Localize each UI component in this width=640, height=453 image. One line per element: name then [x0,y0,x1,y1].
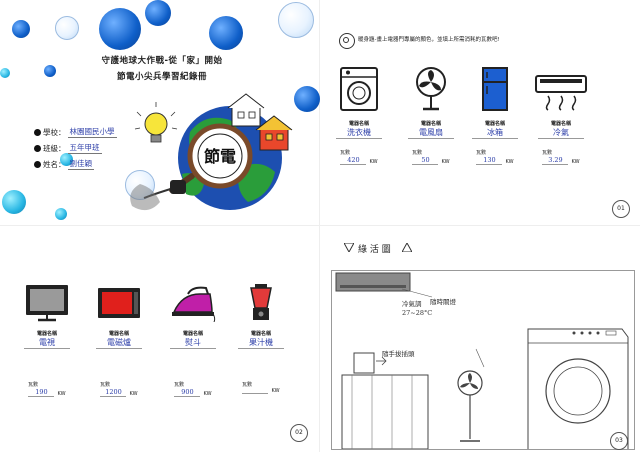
bubble-icon [55,16,79,40]
blender-icon [250,284,272,320]
note-plug: 隨手拔插頭 [382,350,415,358]
microwave-icon [98,288,140,318]
room-sketch [335,272,629,450]
plug-icon [130,180,186,211]
power-value: 50 [412,156,439,165]
house-icon [227,93,265,127]
school-field: 學校： 林園國民小學 [34,126,117,138]
bubble-icon [60,153,73,166]
page-number: 02 [290,424,308,442]
vertical-divider [319,0,320,452]
bubble-icon [2,190,26,214]
power-value [242,393,269,394]
bubble-icon [55,208,67,220]
appliance-name: 冷氣 [538,127,584,139]
appliance-name: 電視 [24,337,70,349]
electric-fan-icon [457,370,483,442]
cabinet-icon [341,374,429,450]
bubble-icon [12,20,30,38]
appliance-name: 熨斗 [170,337,216,349]
page-number: 01 [612,200,630,218]
power-value: 190 [28,388,55,397]
name-field: 姓名： 劉佳穎 [34,158,94,170]
target-icon [339,33,355,49]
refrigerator-icon [482,67,508,111]
power-value: 420 [340,156,367,165]
bulb-icon [134,102,178,143]
horizontal-divider [0,225,640,226]
cover-title-line2: 節電小尖兵學習紀錄冊 [116,72,207,82]
bubble-icon [294,86,320,112]
television-icon [26,285,68,322]
bullet-icon [34,144,41,152]
bubble-icon [145,0,171,26]
power-value: 900 [174,388,201,397]
appliance-name: 電風扇 [408,127,454,139]
power-value: 3.29 [542,156,569,165]
appliance-name: 冰箱 [472,127,518,139]
bubble-icon [44,65,56,77]
bullet-icon [34,160,41,168]
electric-fan-icon [416,67,446,111]
appliance-name: 果汁機 [238,337,284,349]
class-field: 班級： 五年甲班 [34,142,102,154]
instructions: 暖身題-畫上電器門專屬的顏色，並填上所需消耗的瓦數吧! [358,37,500,43]
page-number: 03 [610,432,628,450]
earth-saving-illustration: 節電 [130,93,293,211]
magnifier-icon: 節電 [169,123,253,193]
bubble-icon [0,68,10,78]
page-title: 綠 活 圖 [358,245,391,255]
appliance-card: 電器名稱 果汁機 瓦數 KW [228,282,294,394]
sketch-frame [331,270,635,450]
triangle-up-icon [402,243,412,252]
power-value: 1200 [100,388,127,397]
bullet-icon [34,128,41,136]
appliance-name: 洗衣機 [336,127,382,139]
iron-icon [172,286,216,323]
air-conditioner-icon [535,75,587,111]
air-conditioner-icon [335,272,411,292]
cover-title-line1: 守護地球大作戰-從「家」開始 [101,56,223,66]
badge-text: 節電 [203,147,236,166]
washing-machine-icon [340,67,378,111]
bubble-icon [278,2,314,38]
bubble-icon [209,16,243,50]
bubble-icon [99,8,141,50]
appliance-name: 電磁爐 [96,337,142,349]
power-value: 130 [476,156,503,165]
note-ac-temp: 冷氣調27~28°C [402,300,433,317]
house-icon [255,115,293,151]
washing-machine-icon [527,328,629,449]
note-unplug: 隨時關燈 [430,298,456,306]
socket-icon [353,352,387,374]
triangle-down-icon [344,243,354,252]
